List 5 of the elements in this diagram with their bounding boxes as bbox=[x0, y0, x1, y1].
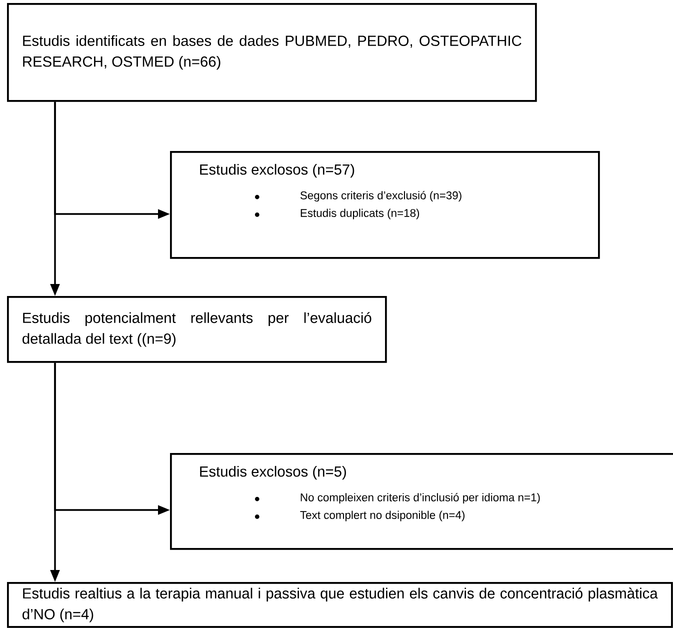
process-box: Estudis exclosos (n=5) No compleixen criteris d’inclusió per idioma n=1) Text complert no dsiponible (n=4) bbox=[170, 453, 673, 550]
process-box: Estudis exclosos (n=57) Segons criteris d’exclusió (n=39) Estudis duplicats (n=18) bbox=[170, 151, 600, 259]
process-box: Estudis potencialment rellevants per l’evaluació detallada del text ((n=9) bbox=[7, 296, 387, 363]
process-box: Estudis identificats en bases de dades PUBMED, PEDRO, OSTEOPATHIC RESEARCH, OSTMED (n=66) bbox=[7, 3, 537, 102]
process-box: Estudis realtius a la terapia manual i passiva que estudien els canvis de concentració plasmàtica d’NO (n=4) bbox=[7, 582, 673, 628]
